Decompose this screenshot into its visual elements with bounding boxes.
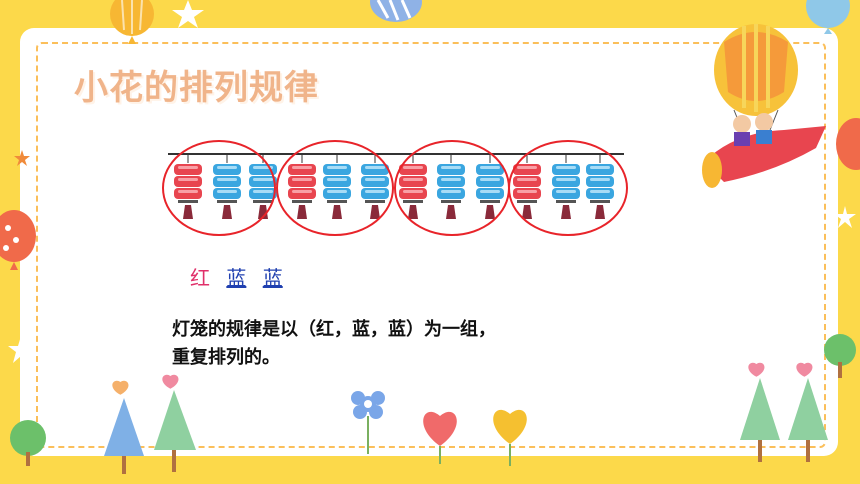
bush-icon [10,420,46,466]
sequence-item-blue: 蓝 [262,266,283,290]
group-circle-3 [394,140,510,236]
hot-air-balloon-icon [702,24,826,188]
page-title: 小花的排列规律 [74,68,319,108]
star-icon [14,150,30,166]
tree-icon [104,380,144,474]
description-line-2: 重复排列的。 [172,347,280,368]
tree-icon [154,374,196,472]
tree-icon [788,362,828,462]
description-line-1: 灯笼的规律是以（红，蓝，蓝）为一组， [172,319,496,340]
star-icon [834,206,856,228]
group-circle-2 [276,140,394,236]
group-circle-1 [162,140,276,236]
sequence-item-blue: 蓝 [226,266,247,290]
heart-flower-icon [423,411,457,464]
content-card [20,28,838,456]
tree-icon [740,362,780,462]
dashed-border [36,42,826,448]
bush-icon [824,334,856,378]
balloon-icon [110,0,154,44]
sequence-item-red: 红 [190,266,210,290]
balloon-icon [0,210,36,270]
color-sequence: 红 蓝 蓝 [190,262,293,291]
lantern-rope [168,153,624,155]
balloon-icon [836,118,860,170]
star-icon [8,336,34,363]
pattern-description: 灯笼的规律是以（红，蓝，蓝）为一组， 重复排列的。 [172,316,496,372]
heart-flower-icon [493,409,527,466]
flower-icon [351,391,385,454]
balloon-icon [806,0,850,34]
group-circle-4 [508,140,628,236]
balloon-icon [370,0,422,22]
star-icon [172,0,204,28]
